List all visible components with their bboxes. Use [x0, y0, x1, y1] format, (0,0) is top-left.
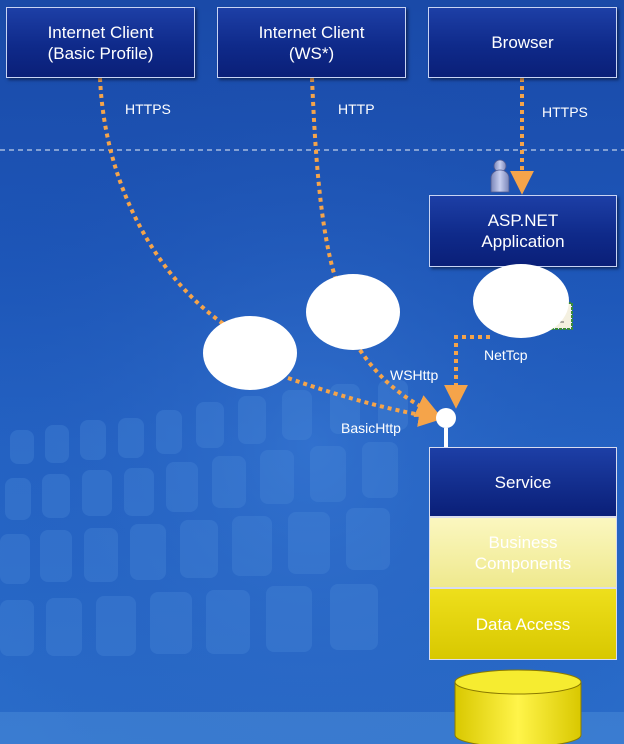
business-components-layer: Business Components [429, 517, 617, 588]
wshttp-label: WSHttp [390, 367, 439, 383]
ws-http-arrow [310, 77, 338, 281]
database-icon [454, 669, 582, 744]
ws-http-connector [358, 348, 441, 418]
nettcp-label: NetTcp [484, 347, 528, 363]
service-label: Service [494, 472, 552, 492]
data-access-label: Data Access [475, 614, 571, 634]
ws-message-bubble [306, 274, 400, 350]
user-icon [490, 159, 510, 193]
internet-client-ws-box: Internet Client (WS*) [217, 7, 406, 78]
service-endpoint [436, 408, 456, 428]
nettcp-connector [444, 335, 490, 409]
nettcp-message-bubble [473, 264, 569, 338]
data-access-layer: Data Access [429, 588, 617, 660]
browser-box: Browser [428, 7, 617, 78]
internet-client-ws-label: Internet Client (WS*) [258, 22, 365, 63]
service-layer: Service [429, 447, 617, 517]
basic-http-connector [287, 376, 443, 427]
internet-client-basic-label: Internet Client (Basic Profile) [47, 22, 154, 63]
http-mid-label: HTTP [338, 101, 375, 117]
basic-profile-message-bubble [203, 316, 297, 390]
business-components-label: Business Components [474, 532, 572, 573]
internet-client-basic-profile-box: Internet Client (Basic Profile) [6, 7, 195, 78]
browser-label: Browser [491, 33, 554, 52]
basichttp-label: BasicHttp [341, 420, 401, 436]
https-left-label: HTTPS [125, 101, 171, 117]
aspnet-application-label: ASP.NET Application [481, 211, 565, 251]
basic-profile-https-arrow [98, 77, 227, 327]
https-right-label: HTTPS [542, 104, 588, 120]
aspnet-application-box: ASP.NET Application [429, 195, 617, 267]
